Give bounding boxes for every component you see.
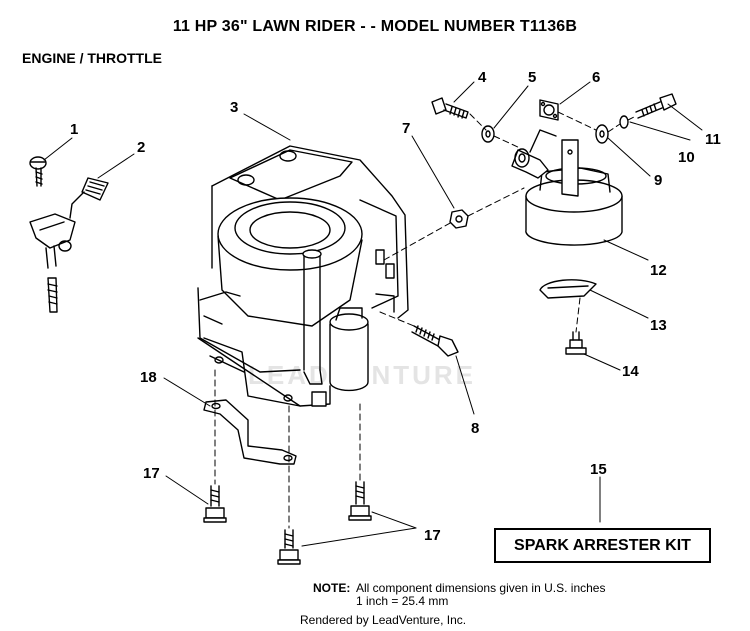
part-3-engine[interactable] [197, 145, 409, 407]
callout-1: 1 [70, 121, 78, 138]
part-13-spark-arrester-screen[interactable] [539, 279, 597, 299]
note-line-2: 1 inch = 25.4 mm [356, 594, 449, 608]
callout-8: 8 [471, 420, 479, 437]
part-9-washer[interactable] [595, 124, 609, 144]
part-5-washer[interactable] [481, 125, 495, 143]
callout-2: 2 [137, 139, 145, 156]
part-2-throttle-bracket[interactable] [29, 177, 109, 313]
callout-7: 7 [402, 120, 410, 137]
callout-6: 6 [592, 69, 600, 86]
callout-5: 5 [528, 69, 536, 86]
part-4-bolt[interactable] [431, 97, 469, 119]
part-7-nut[interactable] [449, 209, 469, 229]
callout-3: 3 [230, 99, 238, 116]
callout-17-right: 17 [424, 527, 441, 544]
note-label: NOTE: [313, 581, 351, 595]
callout-15: 15 [590, 461, 607, 478]
callout-14: 14 [622, 363, 639, 380]
part-17-bolt-left[interactable] [203, 485, 227, 523]
part-10-lock-washer[interactable] [619, 115, 629, 129]
callout-13: 13 [650, 317, 667, 334]
callout-numbers: 1 2 3 4 5 6 7 8 9 10 11 12 13 14 17 17 1… [70, 69, 721, 544]
part-1-screw[interactable] [29, 156, 47, 187]
leader-lines [43, 81, 703, 547]
callout-12: 12 [650, 262, 667, 279]
part-6-gasket[interactable] [539, 99, 559, 121]
part-8-bolt[interactable] [411, 325, 459, 357]
part-12-muffler[interactable] [511, 129, 623, 246]
alignment-lines [214, 111, 637, 529]
part-14-screw[interactable] [565, 331, 587, 355]
callout-10: 10 [678, 149, 695, 166]
footer-credit: Rendered by LeadVenture, Inc. [300, 613, 467, 627]
note-block: NOTE: All component dimensions given in U… [313, 582, 605, 608]
part-18-bracket[interactable] [203, 399, 297, 465]
section-subtitle: ENGINE / THROTTLE [22, 50, 162, 66]
callout-4: 4 [478, 69, 487, 86]
part-17-bolt-right[interactable] [348, 481, 372, 521]
callout-17-left: 17 [143, 465, 160, 482]
diagram-title: 11 HP 36" LAWN RIDER - - MODEL NUMBER T1… [172, 18, 578, 35]
callout-9: 9 [654, 172, 662, 189]
callout-11: 11 [705, 131, 721, 148]
spark-arrester-kit-box[interactable]: SPARK ARRESTER KIT [494, 528, 711, 563]
part-11-bolt[interactable] [635, 93, 677, 119]
part-17-bolt-center[interactable] [277, 529, 301, 565]
callout-18: 18 [140, 369, 157, 386]
note-line-1: All component dimensions given in U.S. i… [356, 581, 606, 595]
